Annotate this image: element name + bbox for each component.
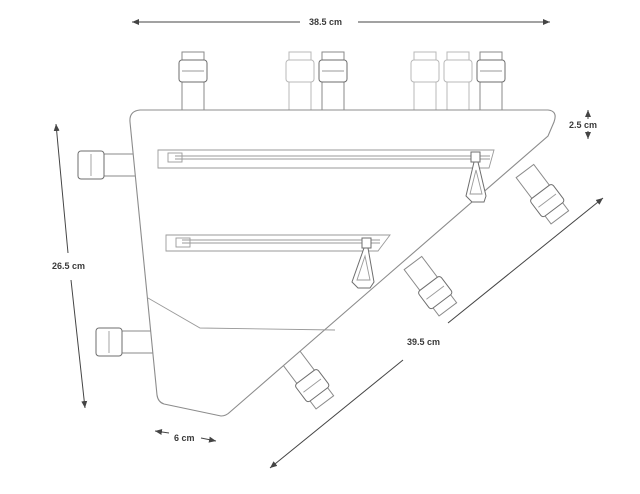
dim-label-depth: 2.5 cm <box>566 120 601 131</box>
buckle-icon <box>410 59 440 83</box>
dim-label-top-width: 38.5 cm <box>306 17 346 28</box>
top-strap-5 <box>443 51 473 113</box>
diagonal-strap-1 <box>515 163 570 225</box>
side-panel-seam <box>147 297 336 331</box>
diagonal-straps <box>280 163 570 410</box>
top-strap-2 <box>285 51 315 113</box>
top-strap-3 <box>318 51 348 113</box>
dim-diagonal-line <box>269 359 404 469</box>
top-strap-1 <box>178 51 208 113</box>
lower-zipper <box>165 234 391 289</box>
buckle-icon <box>443 59 473 83</box>
diagonal-strap-3 <box>280 348 335 410</box>
diagonal-strap-2 <box>403 255 458 317</box>
dim-label-diagonal: 39.5 cm <box>404 337 444 348</box>
left-straps <box>77 150 159 357</box>
dimension-lines <box>53 19 604 469</box>
top-straps <box>178 51 506 113</box>
bag-body <box>129 109 556 417</box>
dim-label-bottom-width: 6 cm <box>171 433 198 444</box>
left-strap-lower <box>95 327 159 357</box>
dim-label-height: 26.5 cm <box>49 261 89 272</box>
left-strap-upper <box>77 150 141 180</box>
zipper-pull-icon <box>465 161 487 203</box>
dim-height-line <box>53 123 69 254</box>
dim-bottom-width-line <box>154 429 170 435</box>
buckle-icon <box>285 59 315 83</box>
top-strap-4 <box>410 51 440 113</box>
top-strap-6 <box>476 51 506 113</box>
upper-zipper <box>157 149 495 203</box>
